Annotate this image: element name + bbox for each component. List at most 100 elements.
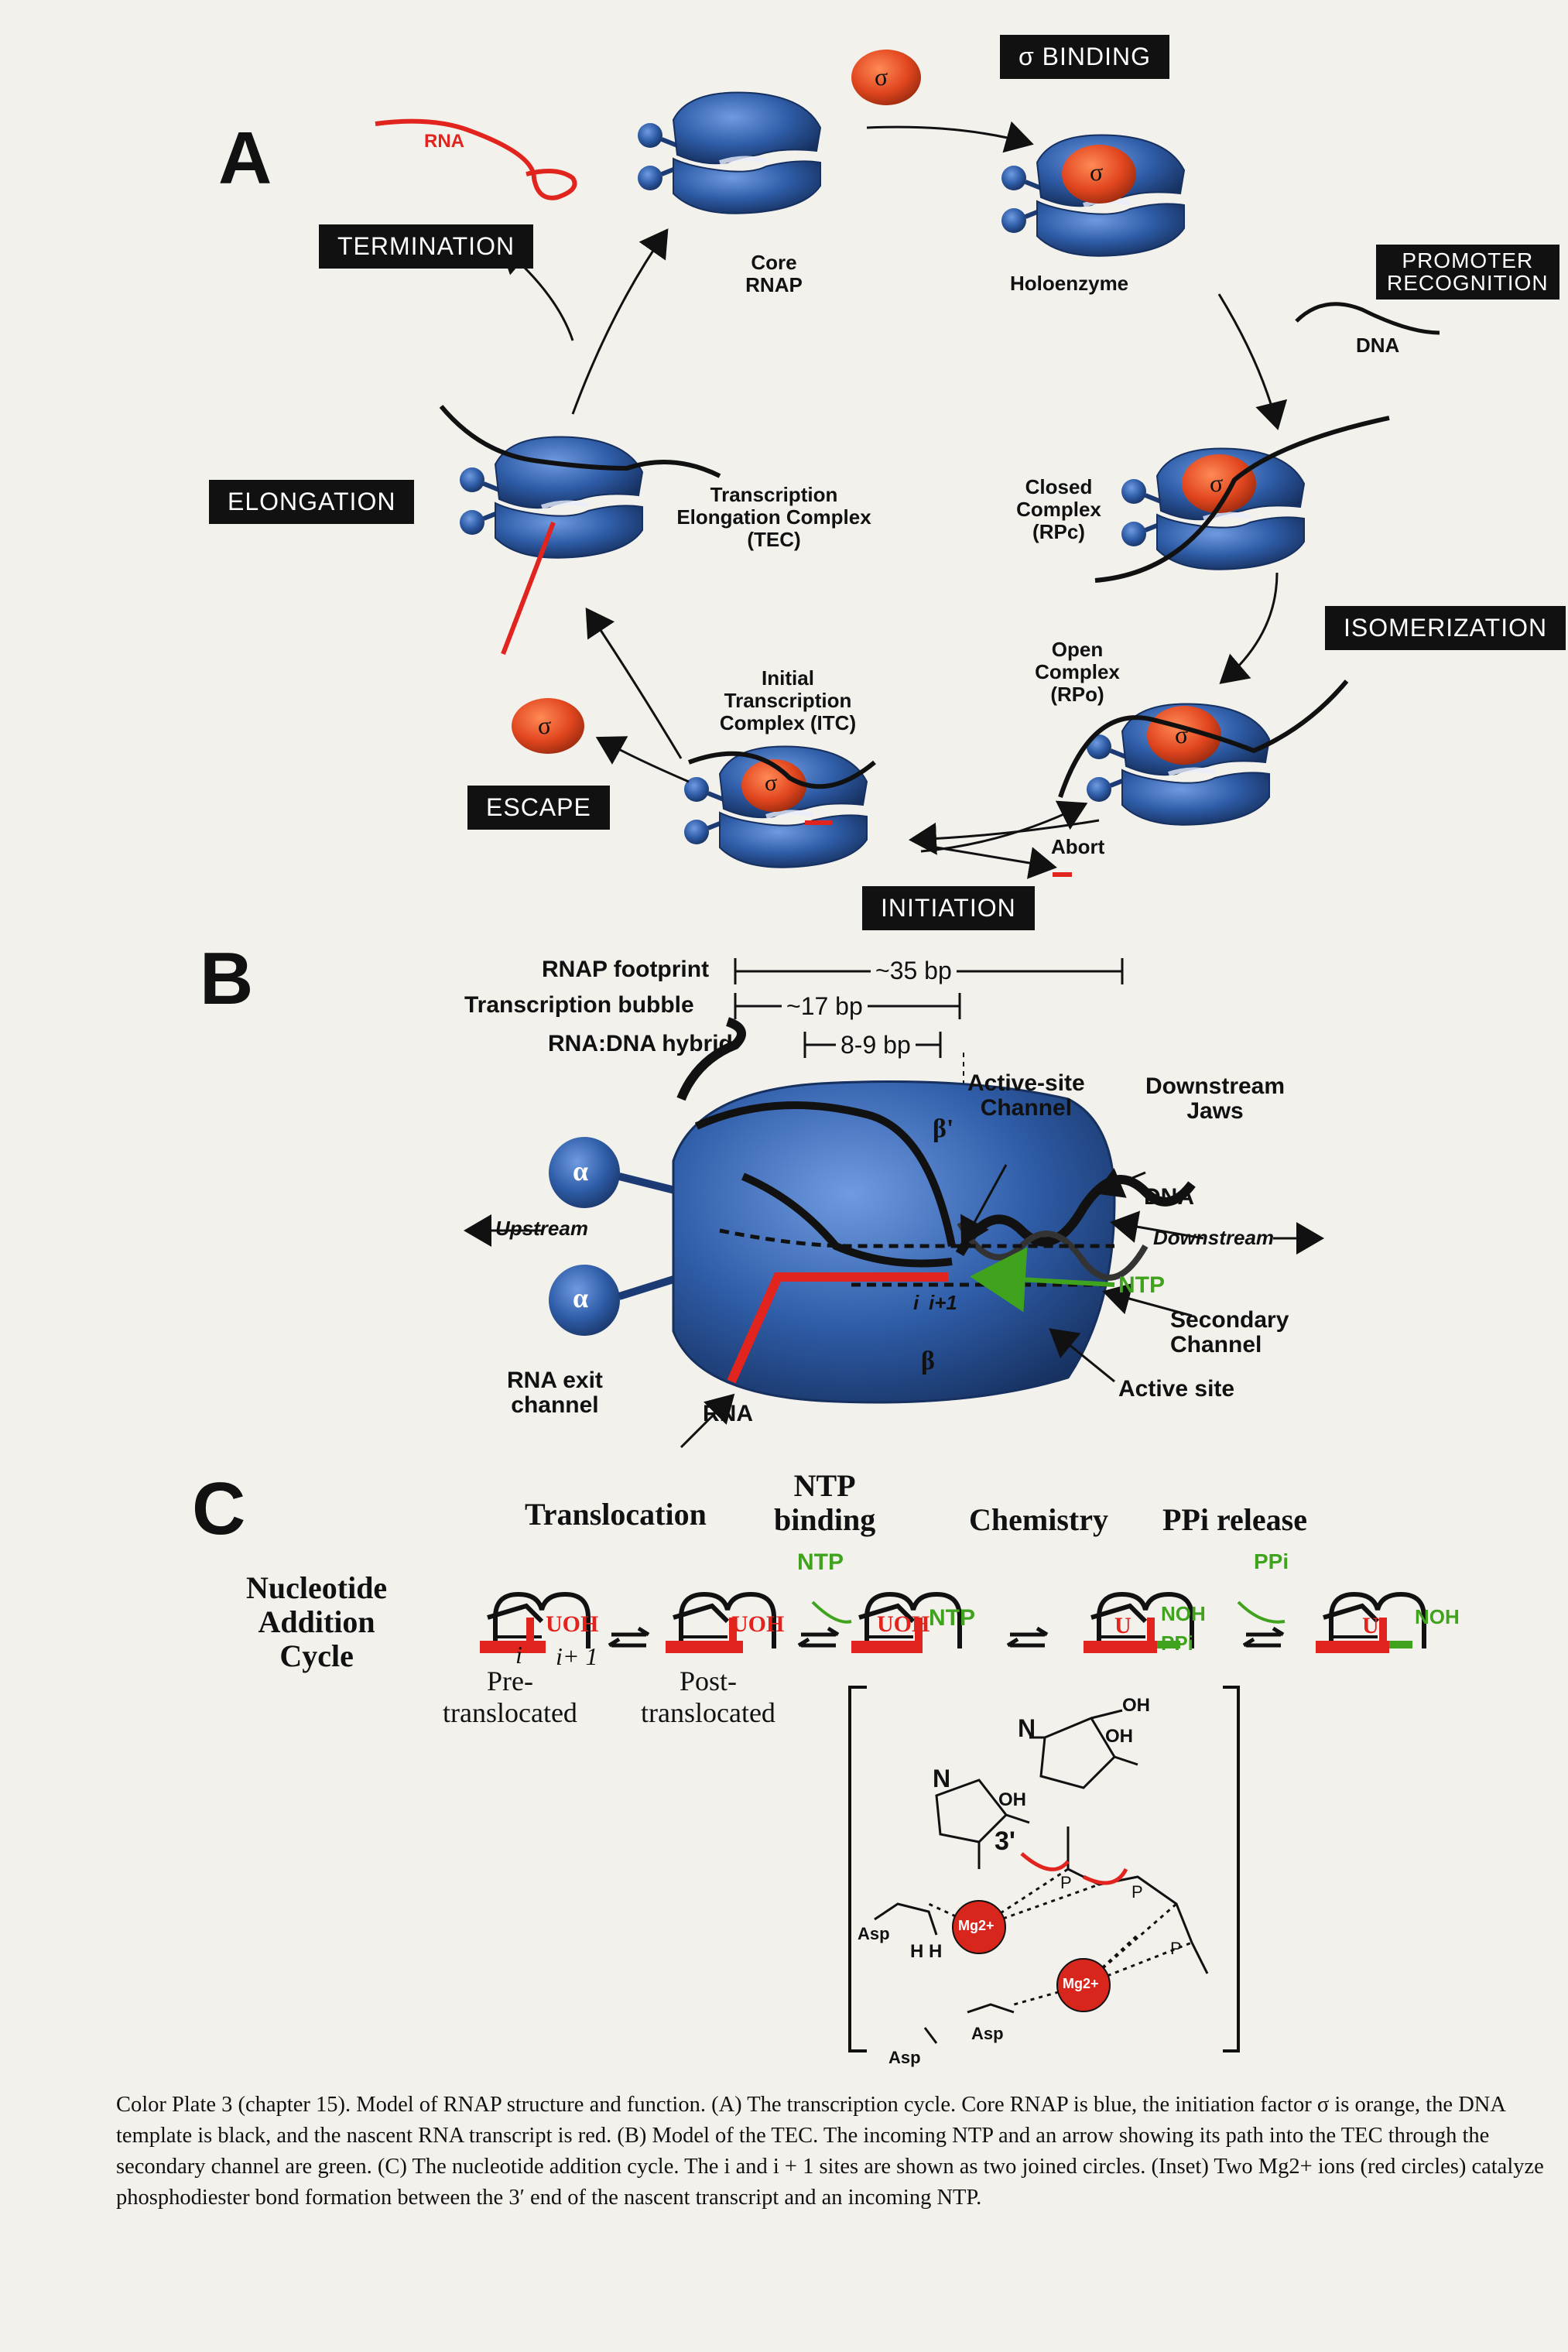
- inset-oh-2: OH: [1105, 1726, 1133, 1747]
- closed-complex: [1094, 416, 1390, 583]
- mg-inset: [848, 1686, 1240, 2052]
- promoter-line-1: PROMOTER: [1402, 248, 1534, 272]
- upstream-label: Upstream: [495, 1217, 588, 1240]
- u-oh-2: UOH: [731, 1611, 785, 1637]
- stage-isomerization: ISOMERIZATION: [1325, 606, 1566, 650]
- arrow-core-to-holo: [866, 121, 1034, 153]
- sigma-top-label: σ: [875, 63, 888, 91]
- ntp-bound-label: NTP: [929, 1605, 975, 1631]
- equilibrium-arrows: [608, 1626, 1285, 1648]
- pre-translocated-label: Pre- translocated: [443, 1666, 577, 1729]
- inset-p-2: P: [1131, 1882, 1143, 1902]
- inset-hh: H H: [910, 1941, 943, 1962]
- rna-transcript: [727, 1272, 948, 1384]
- inset-n-left: N: [933, 1765, 951, 1792]
- stage-escape: ESCAPE: [467, 786, 610, 830]
- label-holoenzyme: Holoenzyme: [1010, 272, 1129, 295]
- inset-oh-3: OH: [998, 1789, 1026, 1810]
- arrow-tec-to-core: [571, 228, 669, 415]
- inset-p-3: P: [1170, 1939, 1182, 1958]
- label-tec: Transcription Elongation Complex (TEC): [676, 483, 871, 552]
- beta-prime-label: β': [933, 1114, 954, 1143]
- caption-body: Model of RNAP structure and function. (A…: [116, 2093, 1544, 2210]
- label-abort: Abort: [1051, 835, 1105, 858]
- inset-asp-1: Asp: [858, 1924, 890, 1943]
- label-itc: Initial Transcription Complex (ITC): [719, 666, 857, 735]
- ppi-released: PPi: [1254, 1549, 1289, 1573]
- post-translocated-complex: [666, 1594, 774, 1653]
- hybrid-bp: 8-9 bp: [836, 1031, 916, 1060]
- step-chemistry: Chemistry: [969, 1502, 1108, 1537]
- label-core-rnap: Core RNAP: [745, 251, 803, 297]
- beta-label: β: [921, 1347, 935, 1375]
- mg-ion-2: [1056, 1958, 1111, 2012]
- alpha-1: [549, 1137, 620, 1208]
- promoter-line-2: RECOGNITION: [1387, 271, 1549, 296]
- transcription-bubble-label: Transcription bubble: [464, 992, 694, 1018]
- panel-c-cycle: [480, 1548, 1568, 1653]
- u-oh-1: UOH: [546, 1611, 599, 1637]
- core-rnap: [638, 92, 820, 213]
- secondary-channel-label: Secondary Channel: [1170, 1307, 1289, 1357]
- rna-exit-channel-label: RNA exit channel: [507, 1368, 603, 1418]
- alpha-2: [549, 1265, 620, 1336]
- ppi-chemistry: PPi: [1161, 1631, 1193, 1655]
- hybrid-label: RNA:DNA hybrid: [548, 1031, 733, 1056]
- active-site-channel-label: Active-site Channel: [967, 1070, 1085, 1121]
- ntp-label-b: NTP: [1118, 1272, 1165, 1298]
- rnap-footprint-label: RNAP footprint: [542, 957, 710, 982]
- label-closed-complex: Closed Complex (RPc): [1016, 475, 1101, 544]
- free-sigma-top: [851, 50, 921, 105]
- ntp-incoming-label: NTP: [797, 1549, 844, 1575]
- panel-b-diagram: [464, 958, 1324, 1449]
- i-site-label-b: i: [913, 1291, 919, 1314]
- caption-title: Color Plate 3 (chapter 15).: [116, 2093, 351, 2117]
- inset-oh-1: OH: [1122, 1695, 1150, 1716]
- inset-three-prime: 3': [995, 1826, 1015, 1856]
- i-plus-1-label-c: i+ 1: [556, 1642, 598, 1670]
- alpha-2-label: α: [573, 1282, 589, 1313]
- elongation-complex: [439, 405, 721, 656]
- step-ntp-binding: NTP binding: [774, 1468, 876, 1537]
- inset-red-arrow-1: [1020, 1852, 1070, 1871]
- stage-sigma-binding: σ BINDING: [1000, 35, 1169, 79]
- cycle-title: Nucleotide Addition Cycle: [246, 1570, 388, 1673]
- stage-elongation: ELONGATION: [209, 480, 415, 524]
- label-rna-termination: RNA: [424, 131, 464, 152]
- panel-b-letter: B: [200, 937, 254, 1020]
- free-sigma-escape: [512, 698, 584, 754]
- arrow-abort: [936, 846, 1057, 879]
- downstream-jaws-label: Downstream Jaws: [1145, 1073, 1286, 1124]
- panel-a-letter: A: [218, 117, 272, 200]
- inset-bracket-left: [848, 1686, 867, 2052]
- u-final: U: [1362, 1613, 1379, 1638]
- alpha-1-label: α: [573, 1155, 589, 1186]
- label-dna-promoter: DNA: [1356, 334, 1400, 357]
- i-site-label-c: i: [515, 1641, 522, 1669]
- sigma-itc-label: σ: [765, 770, 778, 796]
- sigma-holo-label: σ: [1090, 158, 1104, 186]
- ntp-bound-complex: [851, 1594, 960, 1653]
- u-chemistry: U: [1114, 1613, 1131, 1638]
- pre-translocated-complex: [480, 1594, 588, 1653]
- step-ppi-release: PPi release: [1162, 1502, 1307, 1537]
- terminated-rna: [375, 118, 577, 200]
- arrow-escape-sigma: [595, 736, 690, 783]
- stage-termination: TERMINATION: [319, 224, 534, 269]
- label-open-complex: Open Complex (RPo): [1035, 638, 1120, 707]
- upstream-dna: [676, 1017, 746, 1101]
- inset-n-top: N: [1018, 1714, 1036, 1742]
- ppi-released-complex: [1316, 1594, 1424, 1653]
- downstream-label: Downstream: [1153, 1226, 1275, 1249]
- inset-asp-3: Asp: [888, 2048, 921, 2067]
- sigma-closed-label: σ: [1210, 469, 1224, 497]
- panel-c-letter: C: [192, 1467, 246, 1550]
- mg-ion-1: [952, 1900, 1006, 1954]
- arrow-closed-to-open: [1219, 572, 1279, 684]
- rna-label-b: RNA: [703, 1401, 753, 1426]
- inset-structure: [874, 1709, 1209, 2044]
- active-site-label: Active site: [1118, 1376, 1235, 1402]
- step-translocation: Translocation: [525, 1497, 707, 1532]
- arrow-itc-to-tec: [585, 608, 683, 759]
- inset-bracket-right: [1223, 1686, 1240, 2052]
